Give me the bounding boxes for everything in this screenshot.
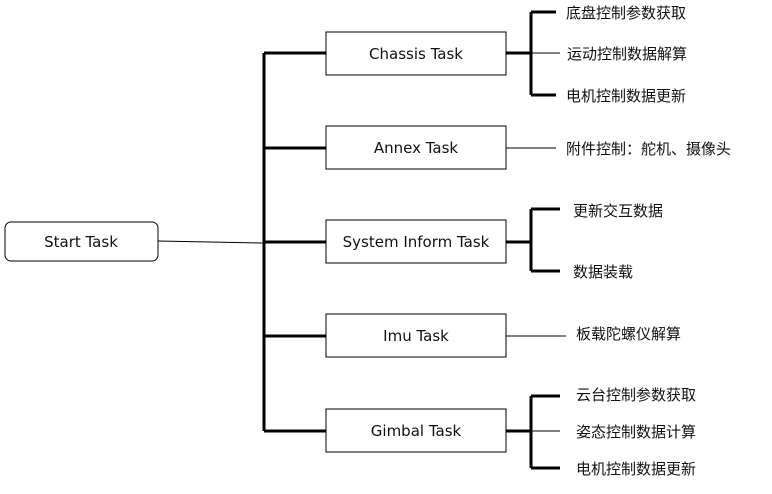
imu-item-1: 板载陀螺仪解算 [576, 325, 681, 343]
gimbal-task-label: Gimbal Task [371, 422, 462, 440]
system-inform-task-label: System Inform Task [343, 233, 490, 251]
chassis-item-2: 运动控制数据解算 [567, 45, 687, 63]
imu-task-node: Imu Task [325, 313, 507, 358]
chassis-task-node: Chassis Task [325, 31, 507, 76]
gimbal-item-1: 云台控制参数获取 [576, 386, 696, 404]
start-task-node: Start Task [4, 221, 159, 262]
chassis-item-3: 电机控制数据更新 [566, 87, 686, 105]
system-inform-item-2: 数据装载 [573, 263, 633, 281]
annex-item-1: 附件控制：舵机、摄像头 [566, 140, 731, 158]
gimbal-item-2: 姿态控制数据计算 [576, 423, 696, 441]
chassis-task-label: Chassis Task [369, 45, 463, 63]
annex-task-node: Annex Task [325, 125, 507, 170]
gimbal-task-node: Gimbal Task [325, 408, 507, 453]
root-connector [157, 240, 264, 244]
chassis-item-1: 底盘控制参数获取 [566, 4, 686, 22]
imu-task-label: Imu Task [383, 327, 449, 345]
system-inform-task-node: System Inform Task [325, 219, 507, 264]
gimbal-item-3: 电机控制数据更新 [576, 460, 696, 478]
start-task-label: Start Task [44, 233, 118, 251]
system-inform-item-1: 更新交互数据 [573, 202, 663, 220]
annex-task-label: Annex Task [374, 139, 459, 157]
